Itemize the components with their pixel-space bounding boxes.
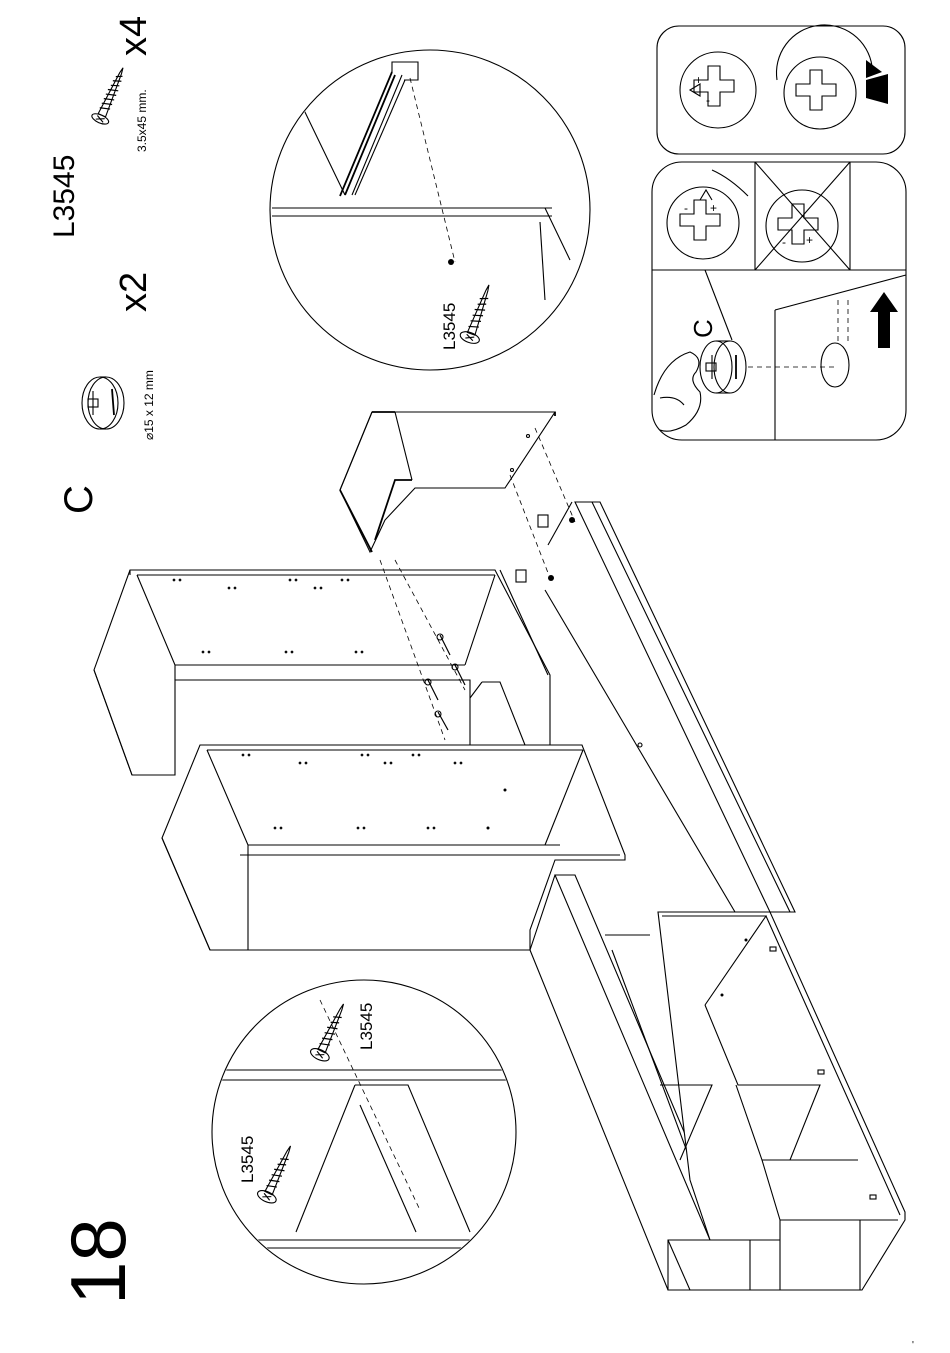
screw-icon — [309, 1000, 353, 1064]
exploded-assembly-drawing — [94, 412, 905, 1290]
footer-mark: ' — [912, 1340, 914, 1351]
svg-text:-: - — [706, 93, 710, 107]
screw-code-label: L3545 — [48, 155, 81, 238]
cam-lock-fitting-icon — [516, 515, 575, 582]
cam-insertion-detail-box: - + - + C — [652, 162, 906, 440]
screw-icon — [459, 282, 499, 346]
cam-lock-size-label: ⌀15 x 12 mm — [142, 370, 156, 440]
screw-size-label: 3.5x45 mm. — [135, 89, 149, 152]
part-group-letter: C — [57, 485, 101, 514]
cam-rotation-detail-box: + - — [657, 25, 905, 154]
cam-detail-letter: C — [688, 319, 718, 338]
svg-text:+: + — [710, 201, 717, 215]
bottom-circle-screw-label-lower: L3545 — [238, 1136, 257, 1183]
step-number: 18 — [54, 1218, 142, 1305]
top-detail-circle: L3545 — [270, 50, 590, 370]
svg-text:+: + — [806, 233, 813, 247]
screw-icon — [256, 1142, 300, 1206]
top-circle-screw-label: L3545 — [440, 303, 459, 350]
cam-lock-fitting-icon — [82, 377, 124, 429]
bottom-detail-circle: L3545 L3545 — [212, 980, 520, 1284]
cam-lock-quantity: x2 — [113, 272, 155, 312]
bottom-circle-screw-label-upper: L3545 — [357, 1003, 376, 1050]
screw-icon — [90, 64, 131, 126]
svg-text:-: - — [684, 201, 688, 215]
screw-quantity: x4 — [113, 16, 155, 56]
